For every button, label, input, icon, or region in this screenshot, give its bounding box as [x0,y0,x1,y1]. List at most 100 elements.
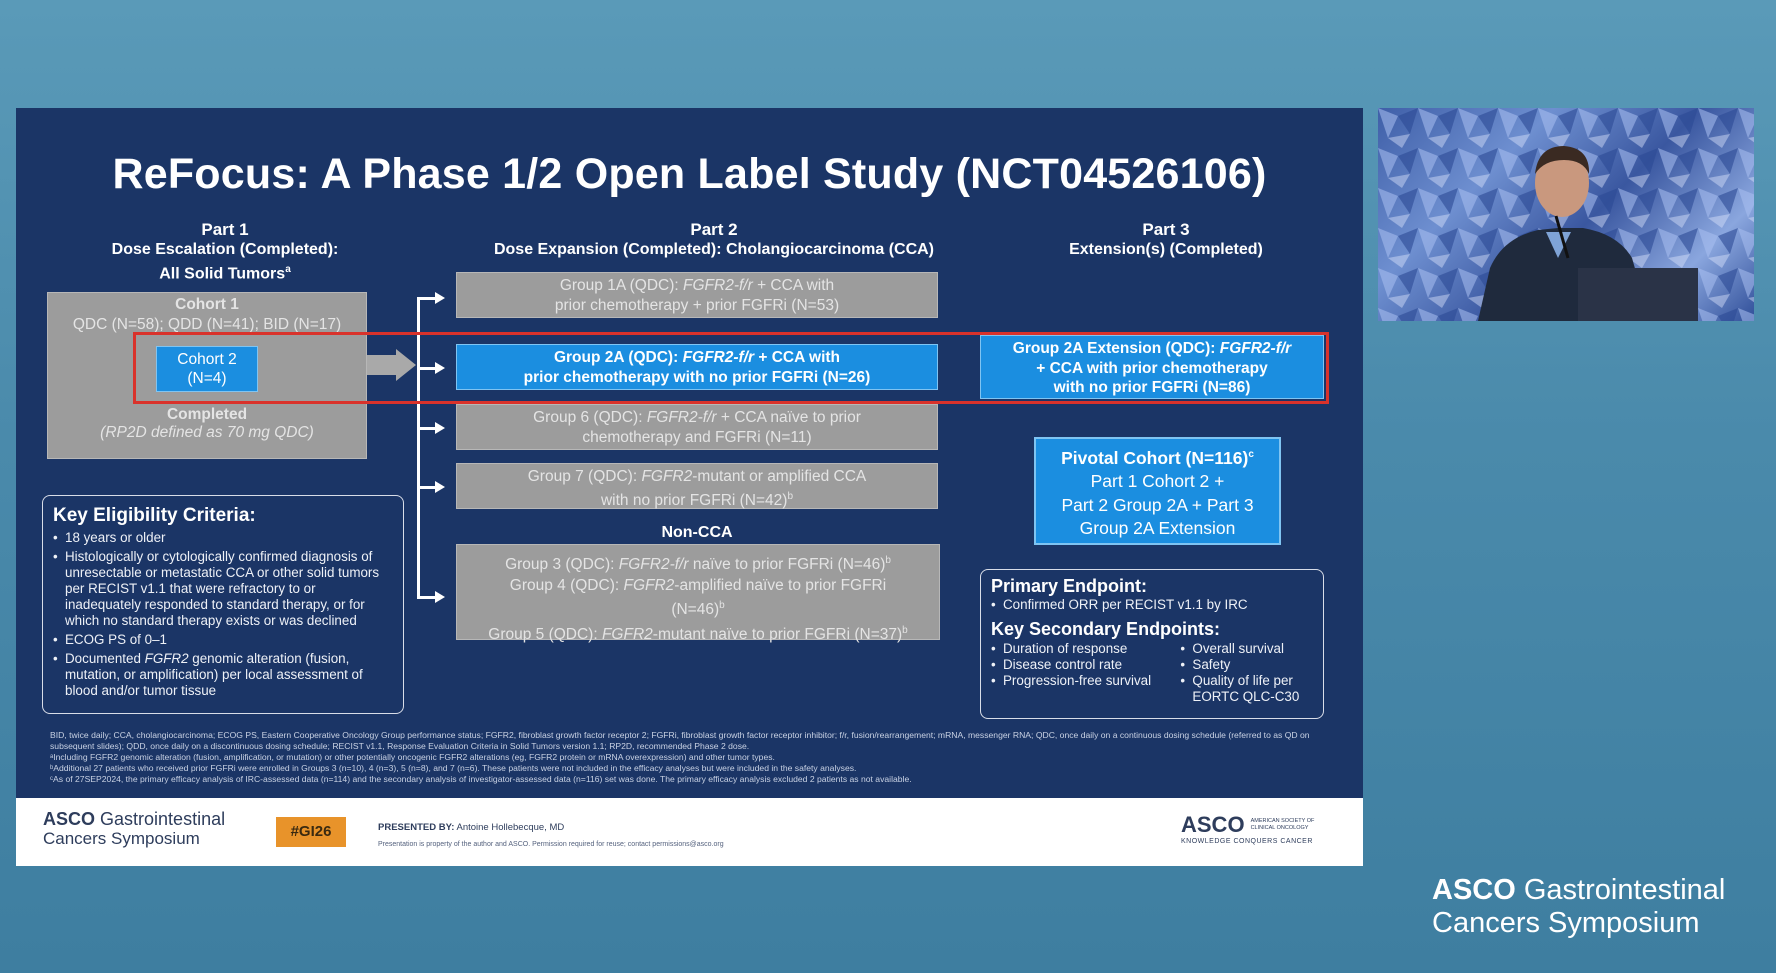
eligibility-item: 18 years or older [53,530,395,546]
branch-6-arrow [435,422,445,434]
group-2a-text-a: Group 2A (QDC): [553,349,683,366]
endpoints-panel: Primary Endpoint: Confirmed ORR per RECI… [980,569,1324,719]
secondary-endpoints-columns: Duration of response Disease control rat… [991,641,1314,705]
footnotes: BID, twice daily; CCA, cholangiocarcinom… [50,730,1320,785]
cohort1-doses: QDC (N=58); QDD (N=41); BID (N=17) [72,316,342,333]
part3-heading: Part 3 [1142,220,1190,239]
cohort2-label: Cohort 2 [177,351,237,368]
group-3-text-a: Group 3 (QDC): [505,556,619,574]
part2-heading-block: Part 2 Dose Expansion (Completed): Chola… [454,220,974,260]
part2-sub: Dose Expansion (Completed): Cholangiocar… [493,241,935,258]
group-5-line: Group 5 (QDC): FGFR2-mutant naïve to pri… [457,621,939,646]
footer-gi-line2: Cancers Symposium [43,829,200,848]
ext-text-a: Group 2A Extension (QDC): [1012,340,1220,357]
pivotal-line3: Part 2 Group 2A + Part 3 [1061,494,1254,515]
asco-logo-word: ASCO [1181,812,1245,837]
highlight-outline [133,332,1329,404]
part1-cohort1-box: Cohort 1 QDC (N=58); QDD (N=41); BID (N=… [47,292,367,459]
group-6-line2: chemotherapy and FGFRi (N=11) [582,429,812,446]
group-4-n: (N=46) [671,601,720,619]
pivotal-cohort-box: Pivotal Cohort (N=116)c Part 1 Cohort 2 … [1034,437,1281,545]
group-2a-gene: FGFR2-f/r [682,349,755,366]
secondary-item: Safety [1180,657,1314,673]
part1-sub1: Dose Escalation (Completed): [111,241,339,258]
brand-gi-line2: Cancers Symposium [1432,907,1700,939]
group-7-text-b: -mutant or amplified CCA [692,468,867,485]
speaker-video-image [1378,108,1754,321]
eligibility-item-fgfr2: Documented FGFR2 genomic alteration (fus… [53,651,395,699]
group-7-text-a: Group 7 (QDC): [527,468,642,485]
part1-arrow-shaft [367,355,397,375]
group-1a-text-a: Group 1A (QDC): [559,277,684,294]
slide-footer: ASCO Gastrointestinal Cancers Symposium … [16,798,1363,866]
group-5-text-b: -mutant naïve to prior FGFRi (N=37) [652,625,903,643]
footer-symposium-logo: ASCO Gastrointestinal Cancers Symposium [43,809,226,849]
group-4-line2: (N=46)b [457,596,939,621]
eligibility-item: ECOG PS of 0–1 [53,632,395,648]
branch-2a-arrow [435,362,445,374]
part1-heading: Part 1 [201,220,249,239]
hashtag-badge: #GI26 [276,817,346,847]
group-1a-box: Group 1A (QDC): FGFR2-f/r + CCA with pri… [456,272,938,318]
cohort1-label: Cohort 1 [175,296,239,313]
footnote: ᶜAs of 27SEP2024, the primary efficacy a… [50,774,912,784]
footer-asco-word: ASCO [43,809,96,829]
group-1a-line2: prior chemotherapy + prior FGFRi (N=53) [554,297,840,314]
group-5-sup: b [902,624,908,636]
slide-title: ReFocus: A Phase 1/2 Open Label Study (N… [112,150,1267,198]
secondary-item: Overall survival [1180,641,1314,657]
cohort2-n: (N=4) [187,370,227,387]
part2-heading: Part 2 [690,220,738,239]
group-6-gene: FGFR2-f/r [646,409,717,426]
group-2a-line2: prior chemotherapy with no prior FGFRi (… [523,369,871,386]
part1-sub2-sup: a [285,264,291,275]
group-3-gene: FGFR2-f/r [618,556,689,574]
rp2d-note: (RP2D defined as 70 mg QDC) [100,424,314,441]
eligibility-item4-a: Documented [65,651,145,666]
part1-sub2-wrap: All Solid Tumorsa [70,260,380,284]
secondary-item: Disease control rate [991,657,1180,673]
group-3-sup: b [885,555,891,566]
footnote: BID, twice daily; CCA, cholangiocarcinom… [50,730,1310,751]
branch-1a-arrow [435,292,445,304]
ext-line2: + CCA with prior chemotherapy [1036,359,1268,377]
branch-connector-line [417,298,420,598]
branch-2a [417,367,437,370]
group-4-gene: FGFR2 [623,576,675,594]
group-4-text-a: Group 4 (QDC): [509,576,624,594]
footer-gi-line1: Gastrointestinal [100,809,226,829]
presented-by-label: PRESENTED BY: [378,822,455,833]
part3-sub: Extension(s) (Completed) [1069,241,1263,258]
brand-gi-line1: Gastrointestinal [1523,874,1726,906]
secondary-endpoints-title: Key Secondary Endpoints: [991,619,1221,639]
cohort2-box: Cohort 2 (N=4) [156,346,258,392]
group-6-box: Group 6 (QDC): FGFR2-f/r + CCA naïve to … [456,404,938,450]
secondary-col-right: Overall survival Safety Quality of life … [1180,641,1314,705]
asco-logo-small1: AMERICAN SOCIETY OF [1250,818,1315,824]
presentation-slide: ReFocus: A Phase 1/2 Open Label Study (N… [16,108,1363,866]
group-1a-gene: FGFR2-f/r [683,277,753,294]
asco-logo-small2: CLINICAL ONCOLOGY [1250,825,1309,831]
eligibility-item4-b: genomic alteration (fusion, mutation, or… [65,651,363,698]
footnote: ᵃIncluding FGFR2 genomic alteration (fus… [50,752,775,762]
secondary-item: Quality of life per EORTC QLC-C30 [1180,673,1314,705]
property-note: Presentation is property of the author a… [378,841,724,848]
group-5-text-a: Group 5 (QDC): [488,625,602,643]
branch-6 [417,427,437,430]
group-2a-box: Group 2A (QDC): FGFR2-f/r + CCA with pri… [456,344,938,390]
group-7-sup: b [787,491,794,502]
speaker-video [1378,108,1754,321]
group-6-text-b: + CCA naïve to prior [716,409,861,426]
branch-non-cca [417,596,437,599]
group-4-text-b: -amplified naïve to prior FGFRi [674,576,887,594]
pivotal-title: Pivotal Cohort (N=116) [1061,447,1249,468]
group-7-gene: FGFR2 [641,468,693,485]
part1-sub2: All Solid Tumors [159,265,286,283]
eligibility-title: Key Eligibility Criteria: [53,505,256,526]
group-1a-text-b: + CCA with [752,277,835,294]
branch-7-arrow [435,481,445,493]
group-3-line: Group 3 (QDC): FGFR2-f/r naïve to prior … [457,551,939,576]
brand-asco-word: ASCO [1432,874,1516,906]
asco-society-logo: ASCO AMERICAN SOCIETY OF CLINICAL ONCOLO… [1181,812,1314,845]
part3-heading-block: Part 3 Extension(s) (Completed) [1016,220,1316,260]
